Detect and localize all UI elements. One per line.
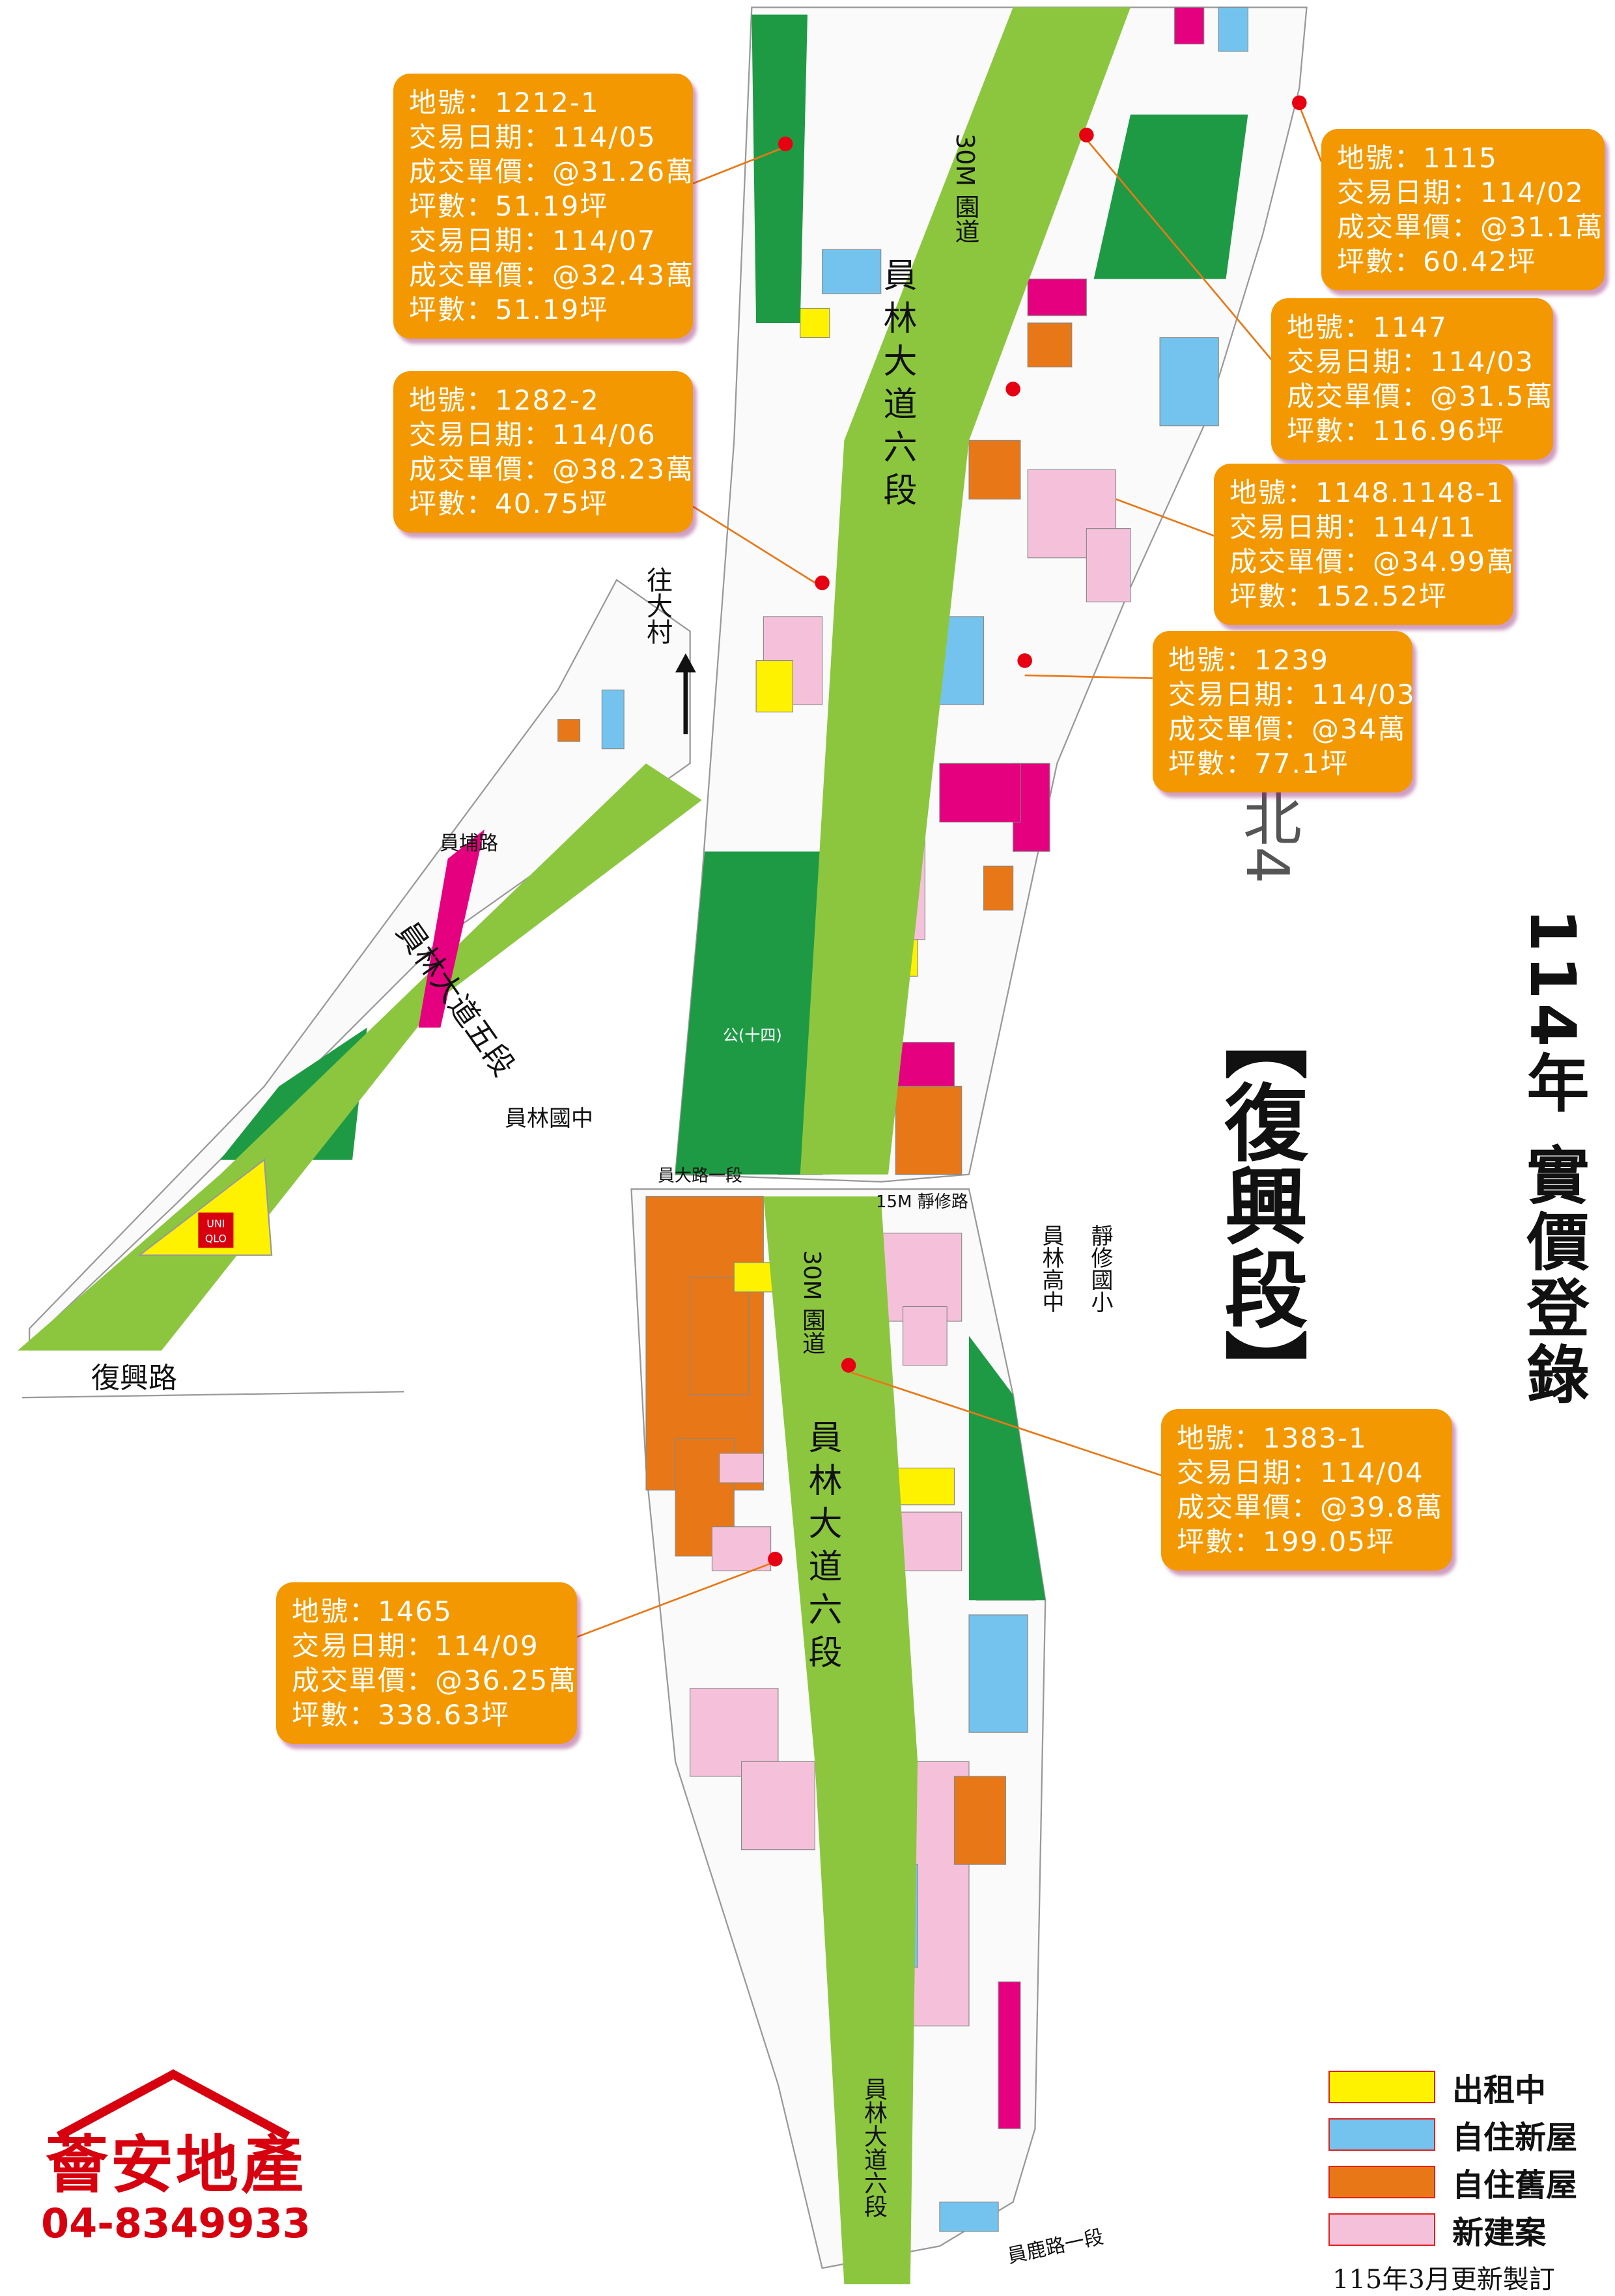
fuxing-road-label: 復興路 (91, 1362, 177, 1395)
leader-lines (576, 105, 1323, 1638)
yuanda-road-label: 員大路一段 (658, 1166, 743, 1186)
logo-roof-icon (56, 2069, 290, 2140)
magenta-strip-west (418, 829, 484, 1028)
park-upper-right (1093, 114, 1248, 279)
parcel-block (557, 719, 581, 742)
parcel-block (968, 440, 1021, 500)
avenue-6-lower-label: 員林大道六段 (802, 1420, 841, 1677)
parcel-block (953, 1776, 1006, 1865)
parcel-block (1174, 7, 1205, 45)
jingxiu-elementary-label: 靜修國小 (1087, 1224, 1113, 1313)
parcel-block (740, 1761, 815, 1851)
svg-text:QLO: QLO (205, 1232, 227, 1244)
transaction-callout-1148: 地號：1148.1148-1 交易日期：114/11 成交單價：@34.99萬 … (1214, 464, 1513, 625)
parcel-block (895, 1085, 962, 1175)
transaction-callout-1465: 地號：1465 交易日期：114/09 成交單價：@36.25萬 坪數：338.… (276, 1582, 577, 1744)
company-phone: 04-8349933 (41, 2200, 311, 2247)
transaction-callout-1212-1: 地號：1212-1 交易日期：114/05 成交單價：@31.26萬 坪數：51… (393, 74, 693, 339)
parcel-area-west (28, 578, 691, 1345)
parcel-block (1218, 7, 1248, 52)
lot-number: 1212-1 (495, 87, 600, 119)
transaction-callout-1115: 地號：1115 交易日期：114/02 成交單價：@31.1萬 坪數：60.42… (1321, 129, 1605, 290)
parcel-block (968, 1614, 1028, 1733)
parcel-block (1027, 278, 1087, 316)
map-sheet-number: 北4 (1233, 788, 1301, 884)
parcel-block (902, 1306, 948, 1366)
location-pins (768, 95, 1307, 1567)
parcel-block (939, 763, 1021, 823)
avenue-6-upper-road (800, 7, 1130, 1175)
park-fourteen (675, 851, 845, 1175)
update-note: 115年3月更新製訂 (1332, 2265, 1555, 2295)
yuanlin-high-label: 員林高中 (1038, 1224, 1064, 1313)
avenue-5-road (18, 763, 702, 1351)
greenway-lower-label: 30M 園道 (798, 1250, 825, 1355)
yuanpu-road-label: 員埔路 (440, 832, 498, 855)
transaction-callout-1239: 地號：1239 交易日期：114/03 成交單價：@34萬 坪數：77.1坪 (1153, 631, 1414, 792)
parcel-block (755, 660, 794, 712)
legend-item-new-build: 新建案 (1328, 2205, 1577, 2253)
transaction-callout-1282-2: 地號：1282-2 交易日期：114/06 成交單價：@38.23萬 坪數：40… (393, 371, 693, 533)
parcel-block (690, 1276, 750, 1395)
park-lower-right (969, 1336, 1046, 1601)
yuanlin-junior-high-label: 員林國中 (505, 1106, 593, 1132)
parcel-block (939, 2202, 999, 2232)
greenway-upper-label: 30M 園道 (951, 133, 979, 244)
fuxing-road-line (21, 1391, 404, 1399)
legend-item-rented: 出租中 (1328, 2063, 1577, 2110)
avenue-6-bottom-label: 員林大道六段 (860, 2077, 887, 2218)
parcel-block (983, 865, 1014, 911)
parcel-block (1159, 337, 1219, 427)
transaction-callout-1383-1: 地號：1383-1 交易日期：114/04 成交單價：@39.8萬 坪數：199… (1161, 1409, 1452, 1571)
company-logo: 薈安地產 04-8349933 (33, 2067, 319, 2247)
map-legend: 出租中 自住新屋 自住舊屋 新建案 115年3月更新製訂 (1328, 2063, 1577, 2296)
parcel-block (998, 1981, 1021, 2129)
parcel-block (800, 307, 830, 339)
parcel-block (1086, 528, 1131, 602)
legend-item-owner-old: 自住舊屋 (1328, 2158, 1577, 2205)
to-dacun-label: 往大村 (642, 567, 672, 645)
parcel-block (719, 1453, 764, 1483)
uniqlo-parcel (137, 1158, 273, 1256)
legend-item-owner-new: 自住新屋 (1328, 2110, 1577, 2158)
parcel-block (711, 1526, 772, 1571)
jingxiu-road-label: 15M 靜修路 (876, 1192, 968, 1212)
page-title: 114年 實價登錄 (1516, 908, 1589, 1408)
parcel-block (880, 1233, 962, 1322)
avenue-6-upper-label: 員林大道六段 (877, 257, 916, 515)
parcel-block (1027, 322, 1073, 368)
avenue-6-lower-road (763, 1196, 918, 2284)
parcel-blocks (557, 7, 1248, 2232)
park-left-strip (751, 14, 808, 323)
parcel-block (601, 690, 625, 749)
north-arrow-icon (675, 653, 696, 673)
uniqlo-logo (198, 1212, 234, 1248)
uniqlo-logo-text: UNI (206, 1218, 225, 1230)
park-fourteen-label: 公(十四) (723, 1026, 782, 1044)
transaction-callout-1147: 地號：1147 交易日期：114/03 成交單價：@31.5萬 坪數：116.9… (1271, 298, 1553, 460)
company-name: 薈安地產 (46, 2129, 306, 2202)
parcel-block (821, 249, 882, 294)
section-name: 【復興段】 (1210, 996, 1307, 1413)
